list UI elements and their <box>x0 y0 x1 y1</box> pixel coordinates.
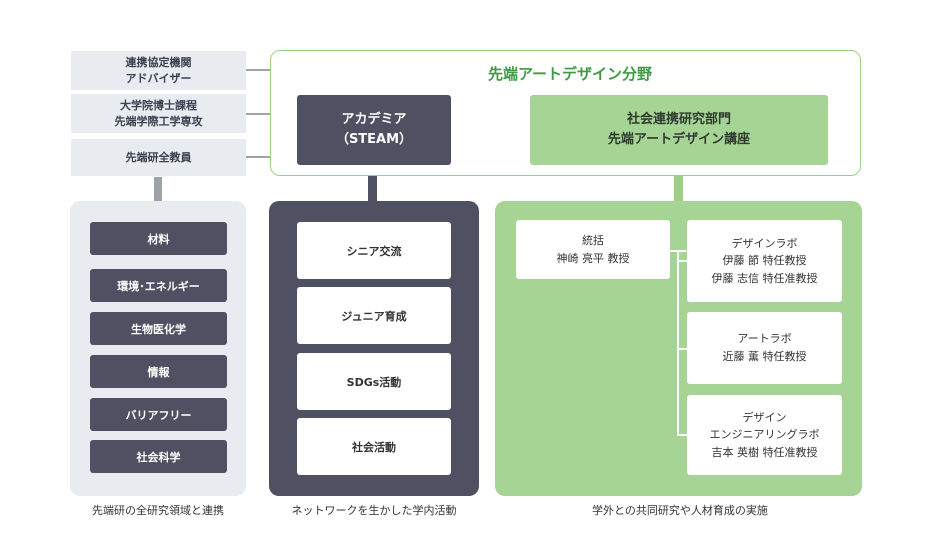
connector-left-3 <box>246 156 271 158</box>
field-item: 社会科学 <box>90 440 227 473</box>
field-item: 環境･エネルギー <box>90 269 227 302</box>
label-line: 先端研全教員 <box>125 150 192 164</box>
card-line: 伊藤 節 特任教授 <box>722 254 807 268</box>
design-engineering-lab-card: デザインエンジニアリングラボ吉本 英樹 特任准教授 <box>687 395 842 475</box>
academia-line: アカデミア <box>341 111 407 127</box>
tree-connector <box>677 250 679 436</box>
connector-left-2 <box>246 113 271 115</box>
caption-right: 学外との共同研究や人材育成の実施 <box>592 504 768 517</box>
field-title: 先端アートデザイン分野 <box>487 64 653 83</box>
card-line: 神崎 亮平 教授 <box>556 251 630 265</box>
activity-item: SDGs活動 <box>297 353 451 410</box>
director-card: 統括神崎 亮平 教授 <box>516 220 670 279</box>
academia-line: （STEAM） <box>335 132 413 147</box>
tree-connector <box>677 348 687 350</box>
tree-connector <box>677 260 687 262</box>
card-line: エンジニアリングラボ <box>709 428 820 442</box>
activity-item: シニア交流 <box>297 222 451 279</box>
academia-box: アカデミア （STEAM） <box>297 95 451 165</box>
connector-left-vertical <box>154 177 162 202</box>
tree-connector <box>677 434 687 436</box>
card-line: 近藤 薫 特任教授 <box>722 350 807 363</box>
caption-middle: ネットワークを生かした学内活動 <box>291 504 457 517</box>
card-line: 統括 <box>582 233 604 247</box>
social-line: 先端アートデザイン講座 <box>607 132 751 147</box>
label-line: 連携協定機関 <box>125 55 192 69</box>
doctoral-program-label: 大学院博士課程先端学際工学専攻 <box>71 94 246 133</box>
partner-advisor-label: 連携協定機関アドバイザー <box>71 51 246 90</box>
label-line: 大学院博士課程 <box>120 98 197 112</box>
activity-item: 社会活動 <box>297 418 451 475</box>
label-line: アドバイザー <box>125 71 192 85</box>
caption-left: 先端研の全研究領域と連携 <box>92 504 224 517</box>
label-line: 先端学際工学専攻 <box>114 114 203 128</box>
card-line: デザインラボ <box>731 236 798 250</box>
field-item: 材料 <box>90 222 227 255</box>
social-collab-box: 社会連携研究部門先端アートデザイン講座 <box>530 95 828 165</box>
connector-academia <box>368 165 377 202</box>
design-lab-card: デザインラボ伊藤 節 特任教授伊藤 志信 特任准教授 <box>687 220 842 302</box>
all-faculty-label: 先端研全教員 <box>71 139 246 176</box>
connector-left-1 <box>246 69 271 71</box>
connector-social <box>674 165 683 202</box>
activity-item: ジュニア育成 <box>297 287 451 344</box>
art-lab-card: アートラボ近藤 薫 特任教授 <box>687 312 842 384</box>
card-line: アートラボ <box>737 332 792 346</box>
field-item: 生物医化学 <box>90 312 227 345</box>
card-line: 伊藤 志信 特任准教授 <box>711 271 818 285</box>
social-line: 社会連携研究部門 <box>626 111 731 127</box>
field-item: バリアフリー <box>90 398 227 431</box>
card-line: 吉本 英樹 特任准教授 <box>711 445 818 459</box>
field-item: 情報 <box>90 355 227 388</box>
card-line: デザイン <box>742 410 787 424</box>
